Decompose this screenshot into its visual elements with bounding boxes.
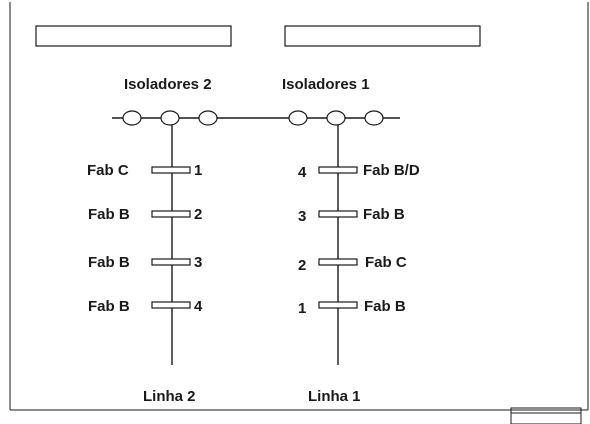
left-num-4: 4 (194, 298, 203, 315)
line-2-label: Linha 2 (143, 388, 196, 405)
insulator-circle-left-2 (160, 110, 180, 126)
insulator-circle-right-3 (364, 110, 384, 126)
insulator-circle-left-1 (122, 110, 142, 126)
left-fab-3: Fab B (88, 254, 130, 271)
left-insulator-3 (151, 258, 191, 266)
right-num-3: 2 (298, 257, 306, 274)
left-fab-2: Fab B (88, 206, 130, 223)
right-fab-3: Fab C (365, 254, 407, 271)
left-fab-4: Fab B (88, 298, 130, 315)
left-fab-1: Fab C (87, 162, 129, 179)
insulator-circle-right-1 (288, 110, 308, 126)
header-box-right (284, 25, 481, 47)
corner-stamp-box (510, 407, 582, 424)
right-insulator-4 (318, 166, 358, 174)
left-insulator-1 (151, 166, 191, 174)
right-fab-1: Fab B/D (363, 162, 420, 179)
left-insulator-2 (151, 210, 191, 218)
left-num-2: 2 (194, 206, 202, 223)
line-1-label: Linha 1 (308, 388, 361, 405)
left-num-1: 1 (194, 162, 202, 179)
right-fab-2: Fab B (363, 206, 405, 223)
right-insulator-3 (318, 210, 358, 218)
right-insulator-2 (318, 258, 358, 266)
left-insulator-4 (151, 301, 191, 309)
header-box-left (35, 25, 232, 47)
insulator-circle-left-3 (198, 110, 218, 126)
right-group-title: Isoladores 1 (282, 76, 370, 93)
right-insulator-1 (318, 301, 358, 309)
left-group-title: Isoladores 2 (124, 76, 212, 93)
right-fab-4: Fab B (364, 298, 406, 315)
insulator-circle-right-2 (326, 110, 346, 126)
right-num-2: 3 (298, 208, 306, 225)
left-num-3: 3 (194, 254, 202, 271)
right-num-1: 4 (298, 164, 307, 181)
right-num-4: 1 (298, 300, 306, 317)
